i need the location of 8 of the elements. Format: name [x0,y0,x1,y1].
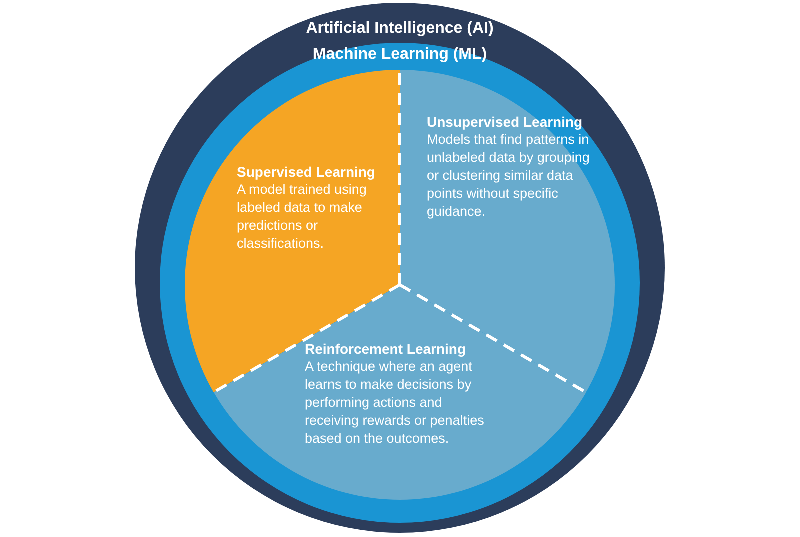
section-description: A technique where an agent learns to make decisions by performing actions and receiving rewards or penalties based on the outcomes. [304,358,486,448]
section-heading: Unsupervised Learning [427,113,584,131]
section-description: A model trained using labeled data to make predictions or classifications. [237,181,368,253]
section-heading: Reinforcement Learning [304,340,468,358]
ring-label: Machine Learning (ML) [312,46,488,64]
ring-label: Artificial Intelligence (AI) [305,20,495,38]
section-heading: Supervised Learning [237,163,376,181]
section-description: Models that find patterns in unlabeled data by grouping or clustering similar data points without specific guidance. [427,131,591,221]
